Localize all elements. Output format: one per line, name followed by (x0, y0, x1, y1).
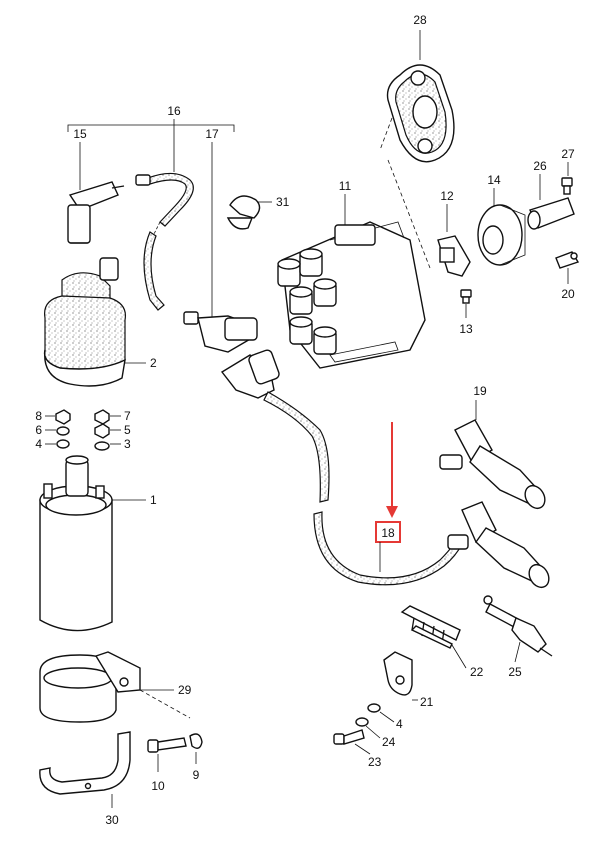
callout-26: 26 (533, 159, 547, 173)
callout-4b: 4 (396, 717, 403, 731)
part-19-plug-connector[interactable] (439, 419, 549, 512)
part-22-terminal-strip[interactable] (400, 605, 461, 649)
callout-22: 22 (470, 665, 484, 679)
part-15-boot[interactable] (67, 181, 125, 244)
part-12-rotor[interactable] (437, 235, 471, 277)
highlight-box[interactable] (375, 521, 401, 543)
part-27-screw[interactable] (561, 177, 573, 195)
callout-8: 8 (35, 409, 42, 423)
part-14-dust-shield[interactable] (477, 204, 526, 266)
callout-4a: 4 (35, 437, 42, 451)
callout-28: 28 (413, 13, 427, 27)
part-20-terminal[interactable] (555, 251, 580, 269)
part-2-coil-cap[interactable] (43, 257, 127, 387)
callout-6: 6 (35, 423, 42, 437)
part-4-washer[interactable] (367, 703, 381, 713)
callout-14: 14 (487, 173, 501, 187)
highlight-arrowhead (386, 506, 398, 518)
part-25-spark-plug[interactable] (483, 595, 553, 657)
part-29-clamp[interactable] (39, 651, 141, 723)
callout-15: 15 (73, 127, 87, 141)
callout-21: 21 (420, 695, 434, 709)
part-18-plug-connector[interactable] (447, 501, 553, 591)
callout-23: 23 (368, 755, 382, 769)
part-17-plug[interactable] (183, 311, 258, 353)
callout-19: 19 (473, 384, 487, 398)
callout-30: 30 (105, 813, 119, 827)
callout-10: 10 (151, 779, 165, 793)
callout-25: 25 (508, 665, 522, 679)
part-26-spacer[interactable] (527, 197, 575, 230)
callout-12: 12 (440, 189, 454, 203)
callout-20: 20 (561, 287, 575, 301)
callout-11: 11 (339, 179, 352, 193)
callout-29: 29 (178, 683, 192, 697)
callout-18[interactable]: 18 (381, 526, 395, 540)
callout-1: 1 (150, 493, 157, 507)
callout-2: 2 (150, 356, 157, 370)
part-24-washer[interactable] (355, 717, 369, 727)
part-1-ignition-coil[interactable] (39, 455, 113, 632)
part-31-clip[interactable] (226, 195, 261, 230)
part-21-bracket[interactable] (383, 651, 413, 696)
parts-3-8-hardware[interactable] (55, 409, 110, 451)
callout-24: 24 (382, 735, 396, 749)
callout-17: 17 (205, 127, 219, 141)
callout-31: 31 (276, 195, 290, 209)
part-9-washer[interactable] (189, 733, 203, 749)
part-11-distributor-cap[interactable] (277, 221, 426, 369)
part-23-bolt[interactable] (333, 729, 365, 745)
callout-3: 3 (124, 437, 131, 451)
part-10-bolt[interactable] (147, 737, 187, 753)
callout-16: 16 (167, 104, 181, 118)
callout-9: 9 (193, 768, 200, 782)
callout-13: 13 (459, 322, 473, 336)
part-18-ignition-lead[interactable] (220, 349, 463, 586)
callout-7: 7 (124, 409, 131, 423)
callout-5: 5 (124, 423, 131, 437)
callout-27: 27 (561, 147, 575, 161)
part-28-gasket[interactable] (386, 64, 455, 163)
part-30-bracket[interactable] (39, 731, 131, 795)
part-16-lead[interactable] (135, 172, 194, 311)
part-13-screw[interactable] (460, 289, 472, 304)
